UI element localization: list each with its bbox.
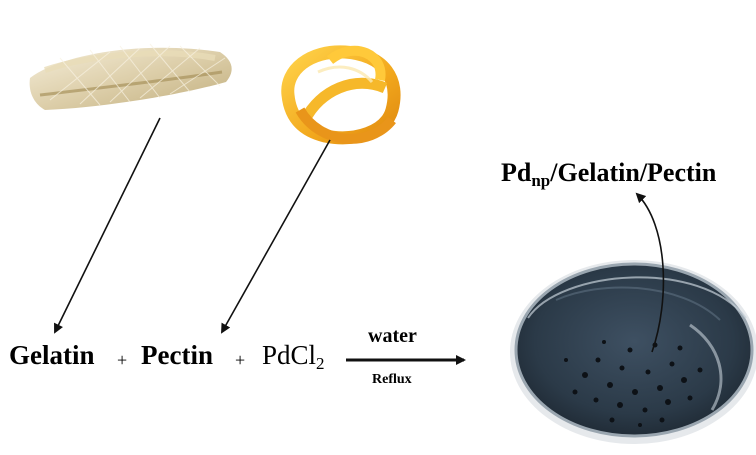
pdcl2-subscript: 2 <box>316 354 325 373</box>
plus-sign-1: + <box>117 350 127 371</box>
product-pd: Pd <box>501 158 531 187</box>
product-np-subscript: np <box>531 171 550 190</box>
pectin-label: Pectin <box>141 340 213 371</box>
pdcl2-main: PdCl <box>262 340 316 370</box>
plus-sign-2: + <box>235 350 245 371</box>
gelatin-sheet-image <box>30 44 232 110</box>
solvent-label: water <box>368 325 417 348</box>
pdcl2-label: PdCl2 <box>262 340 325 374</box>
product-rest: /Gelatin/Pectin <box>550 158 716 187</box>
pectin-arrow <box>222 140 330 332</box>
petri-dish-image <box>510 260 756 444</box>
gelatin-label: Gelatin <box>9 340 95 371</box>
gelatin-arrow <box>55 118 160 332</box>
orange-peel-image <box>288 51 394 139</box>
method-label: Reflux <box>372 372 412 388</box>
product-label: Pdnp/Gelatin/Pectin <box>501 158 716 191</box>
